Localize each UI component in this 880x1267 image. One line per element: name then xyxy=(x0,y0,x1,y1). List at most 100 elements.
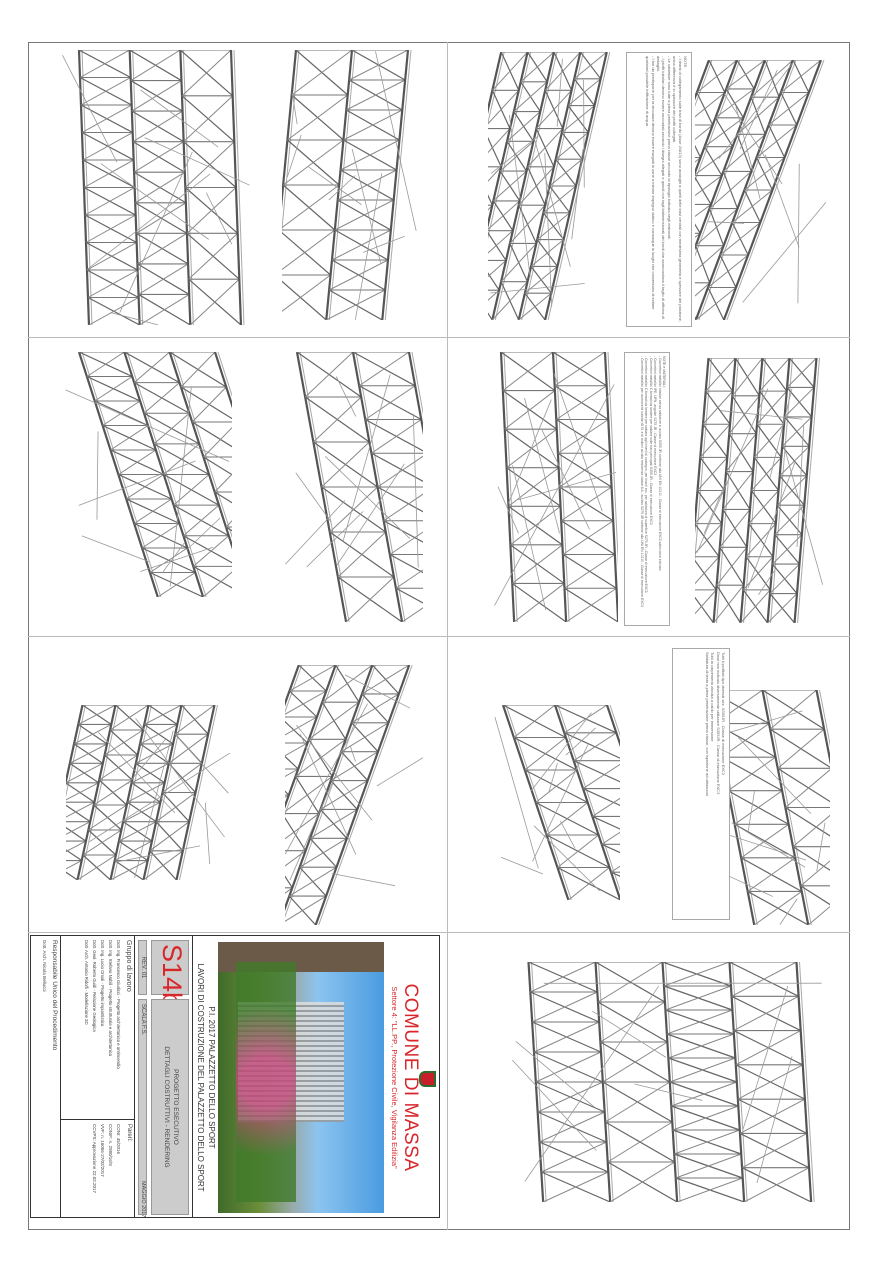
truss-member xyxy=(136,202,187,234)
truss-member xyxy=(140,546,214,572)
truss-member xyxy=(351,693,400,724)
truss-member xyxy=(557,705,620,892)
truss-member xyxy=(213,352,232,409)
truss-member xyxy=(66,821,91,835)
truss-member xyxy=(65,389,230,462)
truss-member xyxy=(716,546,748,586)
truss-member xyxy=(668,1033,735,1059)
truss-member xyxy=(665,985,732,1011)
truss-member xyxy=(186,517,221,550)
truss-render-panel xyxy=(282,50,422,320)
truss-member xyxy=(769,690,817,730)
truss-member xyxy=(740,823,789,859)
truss-member xyxy=(605,705,620,748)
truss-member xyxy=(722,60,823,320)
team-member: Dott. Geol. Roberto Guidi - Relazione Ge… xyxy=(92,940,97,1032)
truss-member xyxy=(725,60,766,90)
truss-member xyxy=(229,50,243,325)
truss-member xyxy=(285,768,299,778)
truss-member xyxy=(299,837,348,868)
truss-member xyxy=(573,52,608,80)
date: MAGGIO 2017 xyxy=(140,1181,146,1218)
truss-member xyxy=(289,771,338,881)
truss-member xyxy=(412,413,419,568)
truss-member xyxy=(695,316,697,320)
truss-member xyxy=(780,60,822,93)
notes-box-2: NOTE e MATERIALI: - Connettori metallici… xyxy=(624,352,670,626)
truss-member xyxy=(325,50,354,320)
truss-member xyxy=(799,962,815,1202)
truss-member xyxy=(508,399,552,504)
truss-member xyxy=(181,50,232,97)
truss-member xyxy=(172,352,232,539)
truss-member xyxy=(162,762,203,793)
truss-member xyxy=(203,426,232,458)
note-line: Tutti il profilati tipo ottenuti sez. S3… xyxy=(721,652,726,776)
truss-member xyxy=(345,576,395,622)
truss-member xyxy=(500,243,537,283)
truss-member xyxy=(178,705,218,880)
truss-member xyxy=(509,204,546,244)
truss-member xyxy=(499,140,534,172)
truss-render-panel xyxy=(695,358,830,623)
truss-member xyxy=(610,865,620,873)
truss-member xyxy=(695,60,713,107)
note-line: - Connettori metallici C formati da lami… xyxy=(648,356,653,525)
truss-member xyxy=(488,136,502,168)
truss-member xyxy=(342,374,391,542)
truss-member xyxy=(816,822,826,872)
truss-member xyxy=(527,128,564,168)
truss-member xyxy=(725,433,757,472)
truss-member xyxy=(192,535,230,567)
truss-member xyxy=(285,720,308,744)
truss-member xyxy=(766,358,791,623)
truss-member xyxy=(376,757,423,787)
truss-member xyxy=(309,809,358,839)
truss-member xyxy=(282,229,336,271)
truss-member xyxy=(734,790,783,825)
truss-member xyxy=(753,423,785,458)
truss-member xyxy=(777,728,825,769)
truss-member xyxy=(375,51,417,231)
truss-member xyxy=(84,187,135,216)
truss-member xyxy=(497,486,519,534)
truss-member xyxy=(88,297,139,325)
rup-heading: Responsabile Unico del Procedimento xyxy=(51,940,58,1051)
truss-member xyxy=(547,52,611,320)
truss-member xyxy=(285,690,327,715)
truss-member xyxy=(544,52,581,91)
truss-member xyxy=(705,358,736,392)
municipality-name: COMUNE DI MASSA xyxy=(400,983,421,1172)
truss-member xyxy=(488,260,507,278)
truss-member xyxy=(80,77,131,106)
truss-member xyxy=(725,874,774,897)
truss-member xyxy=(351,352,404,622)
truss-member xyxy=(800,860,830,887)
truss-member xyxy=(750,60,794,98)
truss-member xyxy=(607,1121,673,1163)
truss-member xyxy=(149,547,188,573)
truss-member xyxy=(509,114,531,277)
truss-render-panel xyxy=(695,60,835,320)
truss-member xyxy=(291,92,298,125)
truss-member xyxy=(695,92,726,118)
title-block: COMUNE DI MASSA Settore 4: "LL.PP., Prot… xyxy=(30,935,440,1218)
revision: REV. 01 xyxy=(140,956,146,979)
truss-member xyxy=(741,1132,808,1169)
truss-member xyxy=(695,146,733,176)
truss-member xyxy=(553,705,620,900)
project-line-1: P.I. 2017 PALAZZETTO DELLO SPORT xyxy=(207,1006,216,1149)
sheet-title-box xyxy=(151,999,189,1215)
truss-member xyxy=(602,1041,668,1083)
truss-member xyxy=(285,895,327,922)
truss-member xyxy=(565,727,596,756)
truss-member xyxy=(282,231,331,276)
truss-member xyxy=(86,352,125,377)
truss-member xyxy=(492,52,528,91)
truss-member xyxy=(285,875,293,889)
truss-member xyxy=(488,312,493,320)
truss-member xyxy=(723,133,766,172)
truss-member xyxy=(285,665,340,816)
truss-member xyxy=(742,985,789,1130)
truss-member xyxy=(739,69,778,150)
